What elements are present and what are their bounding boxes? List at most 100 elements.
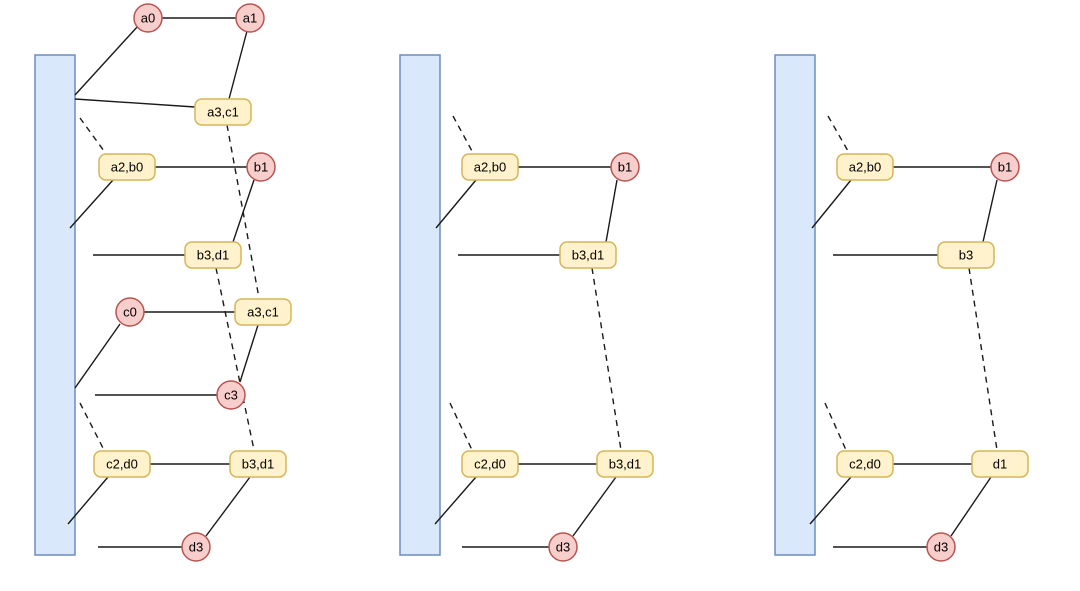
- panel-2-dashed-edge-10: [449, 402, 473, 451]
- panel-3-solid-edge-6: [950, 476, 992, 537]
- panel-3-node-b3: b3: [937, 241, 995, 269]
- panel-1-dashed-edge-19: [79, 402, 105, 451]
- panel-1-dashed-edge-17: [226, 124, 260, 299]
- panel-1-node-shape-a3c1-top: [194, 98, 252, 126]
- panel-2-node-label-b1: b1: [618, 160, 632, 175]
- panel-1-node-label-a0: a0: [141, 11, 155, 26]
- panel-3-node-b1: b1: [990, 152, 1020, 182]
- panel-1-node-d3: d3: [181, 532, 211, 562]
- panel-1-node-label-b3d1-bottom: b3,d1: [242, 457, 275, 472]
- panel-1-solid-edge-3: [74, 98, 196, 108]
- panel-2-node-d3: d3: [548, 532, 578, 562]
- panel-2-dashed-edge-9: [591, 267, 622, 451]
- panel-1-node-label-b1: b1: [254, 160, 268, 175]
- panel-3-node-c2d0: c2,d0: [836, 450, 894, 478]
- panel-1-node-a3c1-mid: a3,c1: [234, 298, 292, 326]
- panel-3-solid-edge-3: [982, 179, 998, 243]
- panel-1-node-c2d0: c2,d0: [93, 450, 151, 478]
- panel-1-node-c3: c3: [216, 380, 246, 410]
- panel-3-node-d3: d3: [926, 532, 956, 562]
- panel-2-node-label-b3d1-bottom: b3,d1: [609, 457, 642, 472]
- panel-1-solid-edge-1: [74, 25, 139, 96]
- panel-2-node-shape-b1: [610, 152, 640, 182]
- panel-1-node-a3c1-top: a3,c1: [194, 98, 252, 126]
- panel-1-solid-edge-5: [69, 179, 114, 229]
- panel-1-dashed-edge-16: [79, 117, 105, 152]
- panel-1-node-shape-a2b0: [98, 153, 156, 181]
- panel-3: a2,b0 b1 b3 c2,d0 d1 d3: [774, 54, 1029, 562]
- panel-1-solid-edge-14: [205, 476, 251, 537]
- panel-3-dashed-edge-9: [968, 267, 998, 451]
- panel-1-node-a2b0: a2,b0: [98, 153, 156, 181]
- panel-2-node-label-b3d1-top: b3,d1: [572, 248, 605, 263]
- panel-3-node-label-c2d0: c2,d0: [849, 457, 881, 472]
- panel-2-node-label-d3: d3: [556, 540, 570, 555]
- panel-1-node-shape-c0: [115, 297, 145, 327]
- panel-1-node-label-c0: c0: [123, 305, 137, 320]
- panel-1-node-label-b3d1-top: b3,d1: [197, 248, 230, 263]
- panel-3-membrane-bar: [774, 54, 816, 556]
- panel-2-node-label-c2d0: c2,d0: [474, 457, 506, 472]
- panel-3-node-label-a2b0: a2,b0: [849, 160, 882, 175]
- panel-1: a0 a1 a3,c1 a2,b0 b1 b3,d1 c0 a3,c1 c3 c2,d0 b3,d1…: [34, 3, 292, 562]
- panel-3-node-shape-d1: [971, 450, 1029, 478]
- panel-1-node-label-a3c1-top: a3,c1: [207, 105, 239, 120]
- panel-1-node-label-c2d0: c2,d0: [106, 457, 138, 472]
- panel-1-node-label-d3: d3: [189, 540, 203, 555]
- panel-1-node-shape-a0: [133, 3, 163, 33]
- panel-2-solid-edge-5: [434, 476, 477, 525]
- panel-1-node-label-c3: c3: [224, 388, 238, 403]
- panel-2-node-shape-b3d1-bottom: [596, 450, 654, 478]
- panel-1-node-shape-d3: [181, 532, 211, 562]
- panel-2-node-c2d0: c2,d0: [461, 450, 519, 478]
- panel-2-solid-edge-6: [572, 476, 617, 537]
- panel-2-node-b1: b1: [610, 152, 640, 182]
- panel-3-solid-edge-1: [811, 179, 852, 229]
- panel-3-node-label-b1: b1: [998, 160, 1012, 175]
- panel-3-solid-edge-5: [809, 476, 852, 525]
- panel-3-node-shape-b3: [937, 241, 995, 269]
- panel-1-node-label-a1: a1: [243, 11, 257, 26]
- panel-3-node-d1: d1: [971, 450, 1029, 478]
- panel-2-node-shape-b3d1-top: [559, 241, 617, 269]
- panel-1-node-b3d1-bottom: b3,d1: [229, 450, 287, 478]
- panel-3-node-a2b0: a2,b0: [836, 153, 894, 181]
- panel-1-node-shape-c3: [216, 380, 246, 410]
- panel-2-node-b3d1-bottom: b3,d1: [596, 450, 654, 478]
- panel-2-node-b3d1-top: b3,d1: [559, 241, 617, 269]
- panel-1-node-shape-b1: [246, 152, 276, 182]
- panel-2: a2,b0 b1 b3,d1 c2,d0 b3,d1 d3: [399, 54, 654, 562]
- panel-1-solid-edge-2: [228, 30, 248, 100]
- panel-1-node-a1: a1: [235, 3, 265, 33]
- panel-1-solid-edge-10: [239, 324, 259, 383]
- panel-3-dashed-edge-10: [824, 402, 847, 451]
- panel-3-dashed-edge-8: [827, 115, 849, 152]
- panel-2-solid-edge-1: [435, 179, 477, 229]
- panel-1-node-shape-c2d0: [93, 450, 151, 478]
- panel-1-solid-edge-7: [232, 179, 255, 243]
- panel-2-solid-edge-3: [605, 179, 618, 243]
- panel-2-node-shape-c2d0: [461, 450, 519, 478]
- panel-1-solid-edge-13: [67, 476, 109, 525]
- panel-1-node-shape-b3d1-top: [184, 241, 242, 269]
- panel-1-membrane-bar: [34, 54, 76, 556]
- panel-1-node-shape-a1: [235, 3, 265, 33]
- panel-1-node-label-a3c1-mid: a3,c1: [247, 305, 279, 320]
- panel-1-dashed-edge-18: [215, 267, 255, 451]
- panel-2-dashed-edge-8: [452, 115, 473, 152]
- panel-3-node-label-b3: b3: [959, 248, 973, 263]
- panel-3-node-shape-c2d0: [836, 450, 894, 478]
- panel-2-node-a2b0: a2,b0: [461, 153, 519, 181]
- panel-1-node-label-a2b0: a2,b0: [111, 160, 144, 175]
- panel-1-node-shape-b3d1-bottom: [229, 450, 287, 478]
- panel-2-membrane-bar: [399, 54, 441, 556]
- panel-1-node-shape-a3c1-mid: [234, 298, 292, 326]
- panel-1-node-b1: b1: [246, 152, 276, 182]
- panel-1-node-a0: a0: [133, 3, 163, 33]
- panel-3-node-label-d1: d1: [993, 457, 1007, 472]
- panel-1-solid-edge-9: [74, 323, 121, 389]
- panel-3-node-shape-a2b0: [836, 153, 894, 181]
- panel-2-node-shape-d3: [548, 532, 578, 562]
- panel-3-node-label-d3: d3: [934, 540, 948, 555]
